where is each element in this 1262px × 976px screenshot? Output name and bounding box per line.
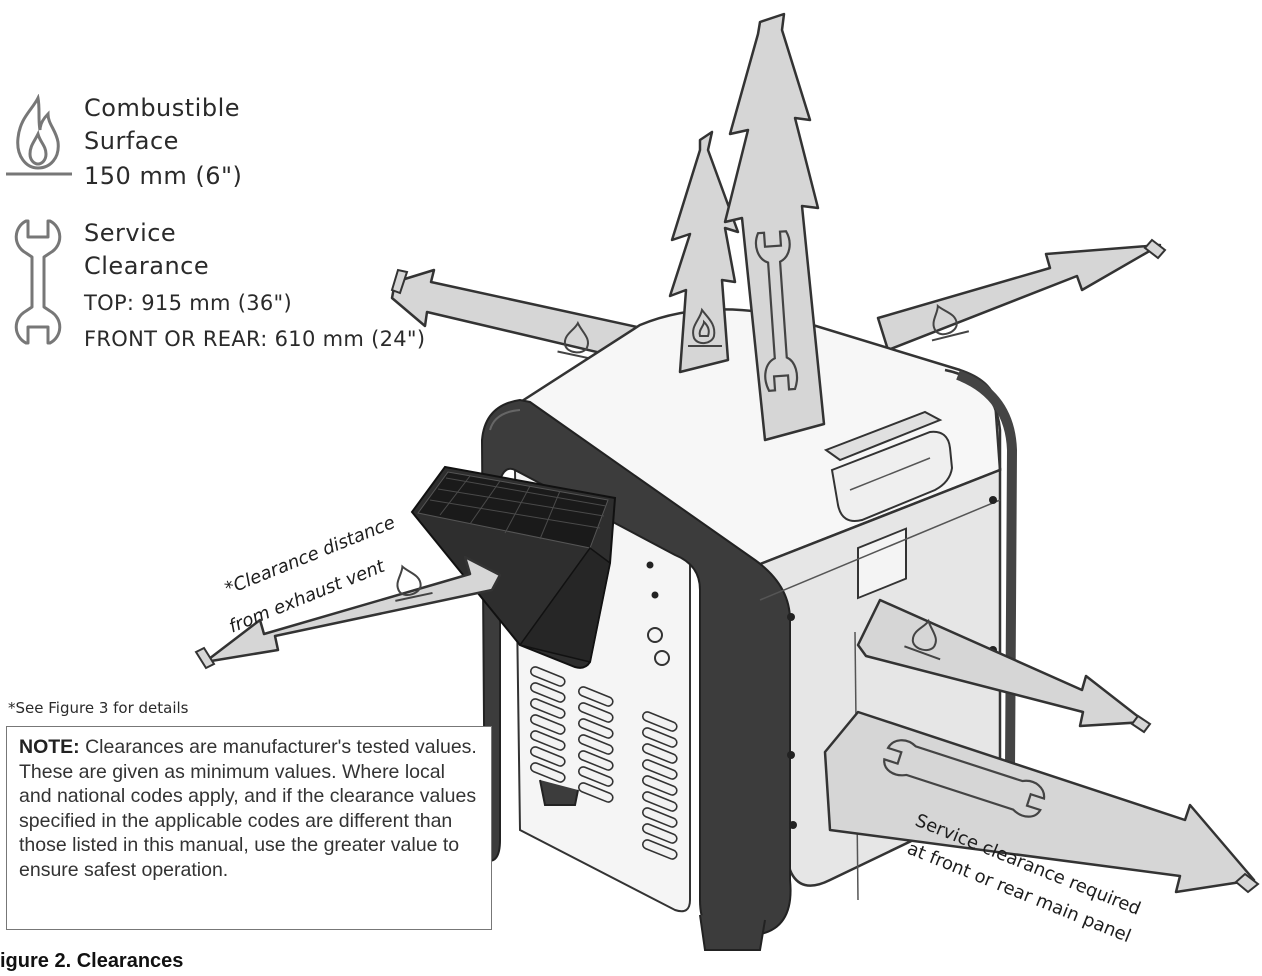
vent-louvers bbox=[529, 666, 678, 860]
combustible-label-1: Combustible bbox=[84, 94, 241, 122]
service-top-value: TOP: 915 mm (36") bbox=[84, 291, 292, 315]
flame-icon bbox=[6, 94, 72, 176]
service-label-2: Clearance bbox=[84, 252, 210, 280]
figure-caption: igure 2. Clearances bbox=[0, 950, 184, 972]
footnote: *See Figure 3 for details bbox=[8, 699, 189, 717]
arrow-left-combustible bbox=[390, 268, 662, 367]
service-front-rear-value: FRONT OR REAR: 610 mm (24") bbox=[84, 327, 426, 351]
note-paragraph: NOTE: Clearances are manufacturer's test… bbox=[19, 735, 479, 882]
arrow-right-down-service bbox=[823, 710, 1260, 894]
arrow-exhaust bbox=[194, 555, 502, 670]
arrow-up-service bbox=[723, 12, 826, 442]
note-box: NOTE: Clearances are manufacturer's test… bbox=[6, 726, 492, 930]
note-text: Clearances are manufacturer's tested val… bbox=[19, 736, 477, 881]
note-label: NOTE: bbox=[19, 736, 80, 758]
arrow-up-combustible bbox=[668, 130, 740, 374]
arrow-right-down-combustible bbox=[856, 598, 1152, 734]
combustible-label-2: Surface bbox=[84, 127, 179, 155]
boiler-unit bbox=[410, 308, 1018, 951]
exhaust-vent bbox=[410, 465, 670, 669]
lid-handle bbox=[823, 410, 954, 522]
service-label-1: Service bbox=[84, 219, 177, 247]
wrench-icon bbox=[14, 219, 62, 345]
arrow-right-combustible bbox=[876, 238, 1167, 352]
combustible-value: 150 mm (6") bbox=[84, 162, 243, 190]
